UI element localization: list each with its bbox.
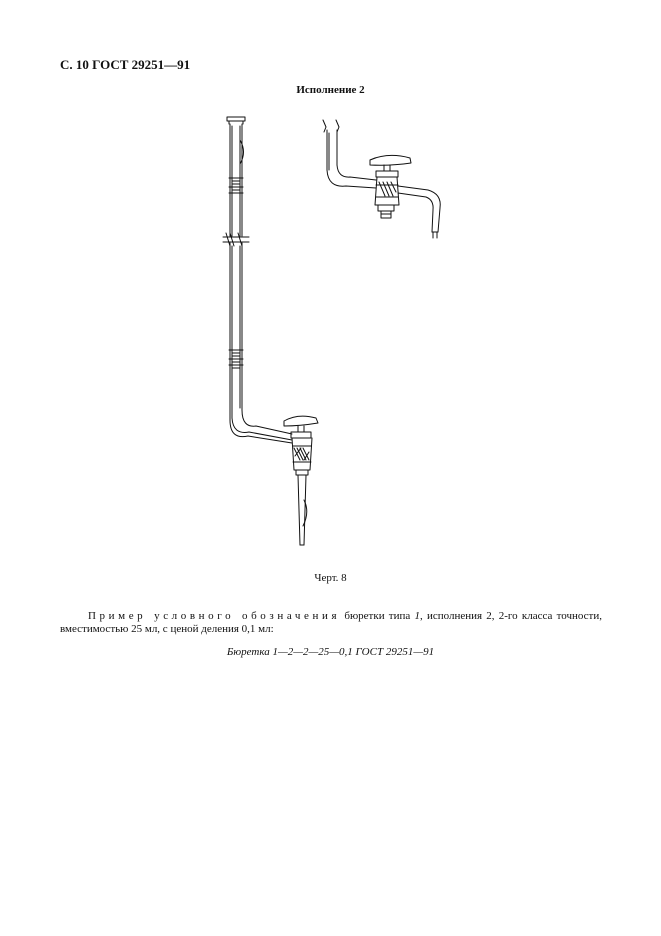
example-lead: Пример условного обозначения (88, 610, 341, 622)
designation: Бюретка 1—2—2—25—0,1 ГОСТ 29251—91 (226, 646, 435, 658)
page-header: С. 10 ГОСТ 29251—91 (60, 57, 191, 72)
tip-label-plate (302, 499, 308, 527)
example-text-1: бюретки типа (340, 610, 415, 622)
burette-main (222, 116, 293, 444)
figure-title: Исполнение 2 (296, 84, 365, 96)
burette-label-plate (239, 139, 244, 165)
figure-caption: Черт. 8 (314, 572, 347, 584)
lower-scale (228, 349, 244, 369)
burette-rim (226, 116, 246, 122)
type-value: 1 (414, 610, 420, 622)
stopcock-detail (322, 119, 441, 239)
tube-break (222, 232, 250, 247)
example-text-2: , исполнения 2, 2-го класса точности, вм… (60, 610, 602, 635)
main-stopcock (283, 415, 319, 546)
upper-scale (228, 177, 244, 194)
example-paragraph: Пример условного обозначения бюретки тип… (60, 610, 602, 636)
